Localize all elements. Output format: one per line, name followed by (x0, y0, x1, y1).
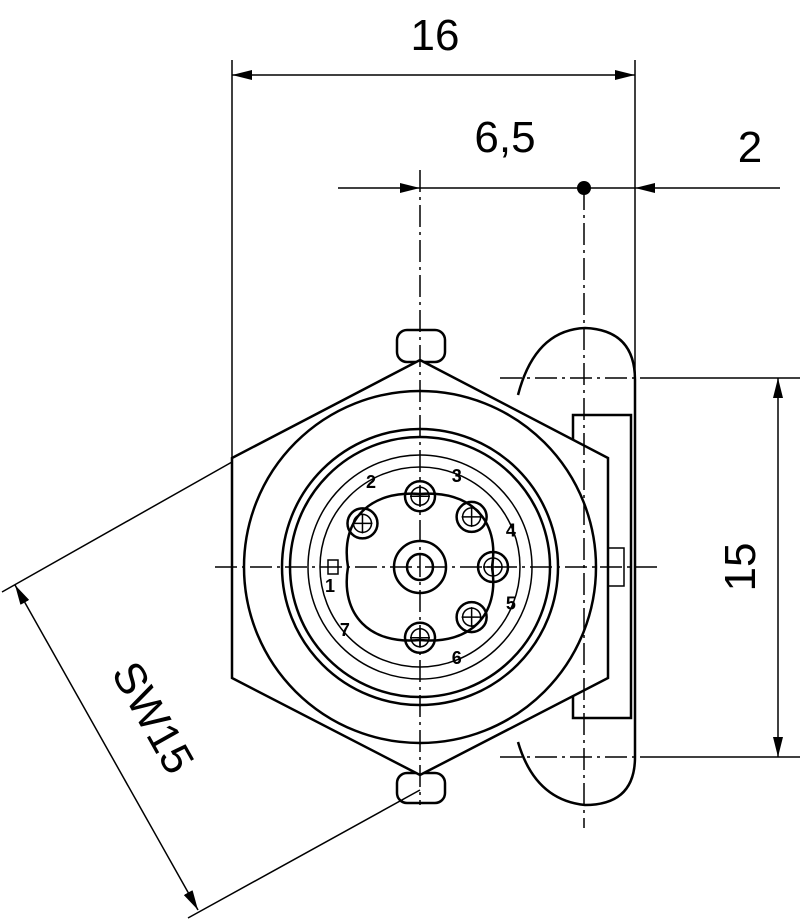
pin-label: 3 (452, 466, 462, 486)
pin-6 (455, 600, 488, 634)
dim-2-label: 2 (738, 123, 762, 172)
center-lines (215, 170, 660, 828)
pin-4 (455, 500, 488, 534)
pin-label: 7 (340, 620, 350, 640)
dimension-height: 15 (640, 377, 800, 758)
pin-label: 5 (506, 594, 516, 614)
pins: 1 2 3 4 5 6 7 (325, 466, 516, 668)
pin-label: 1 (325, 576, 335, 596)
dimension-offsets: 6,5 2 (338, 113, 780, 195)
pin-label: 2 (366, 472, 376, 492)
pin-label: 4 (506, 520, 516, 540)
pin-2 (346, 507, 379, 540)
dim-15-label: 15 (716, 543, 765, 592)
top-tab (395, 328, 447, 364)
dimension-width: 16 (231, 11, 636, 458)
dim-sw15-label: SW15 (102, 654, 204, 782)
dim-6-5-label: 6,5 (474, 113, 535, 162)
pin-label: 6 (452, 648, 462, 668)
dim-16-label: 16 (411, 11, 460, 60)
